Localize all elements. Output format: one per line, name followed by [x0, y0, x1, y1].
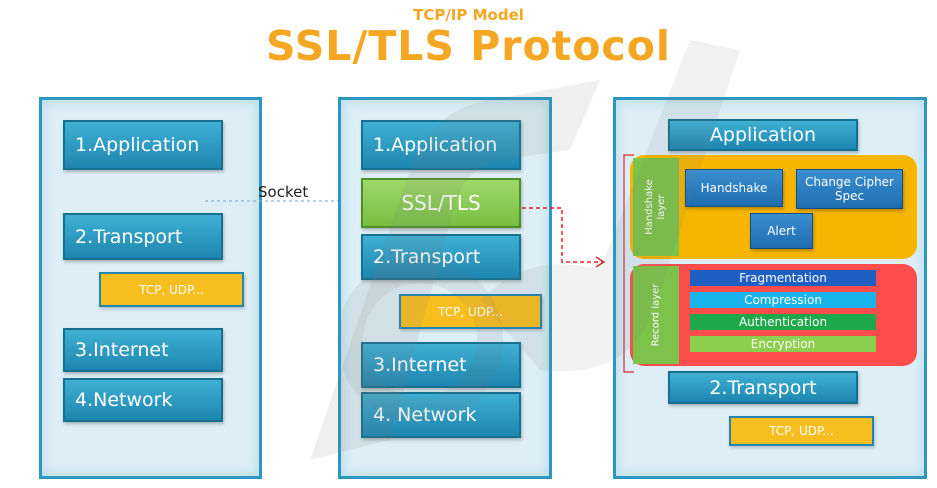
diagram-title: SSL/TLS Protocol	[266, 22, 671, 70]
right-transport-layer: 2.Transport	[668, 371, 858, 404]
socket-label: Socket	[258, 183, 309, 201]
ssl-expansion-arrow	[522, 207, 606, 268]
left-tcp-udp-box: TCP, UDP...	[99, 272, 244, 307]
alert-box: Alert	[750, 213, 813, 249]
middle-internet-layer: 3.Internet	[361, 342, 521, 388]
layers-bracket	[623, 154, 634, 373]
left-transport-layer: 2.Transport	[63, 213, 223, 260]
middle-application-layer: 1.Application	[361, 120, 521, 170]
encryption-bar: Encryption	[690, 336, 876, 352]
compression-bar: Compression	[690, 292, 876, 308]
ssl-tls-layer: SSL/TLS	[361, 178, 521, 228]
right-tcp-udp-box: TCP, UDP...	[729, 416, 874, 446]
authentication-bar: Authentication	[690, 314, 876, 330]
change-cipher-spec-box: Change Cipher Spec	[796, 169, 903, 209]
middle-tcp-udp-box: TCP, UDP...	[399, 294, 542, 329]
handshake-layer-label: Handshake layer	[633, 158, 679, 256]
middle-transport-layer: 2.Transport	[361, 234, 521, 280]
right-application-layer: Application	[668, 119, 858, 151]
handshake-box: Handshake	[685, 169, 783, 207]
left-application-layer: 1.Application	[63, 120, 223, 170]
middle-network-layer: 4. Network	[361, 392, 521, 438]
fragmentation-bar: Fragmentation	[690, 270, 876, 286]
diagram-subtitle: TCP/IP Model	[413, 6, 524, 24]
handshake-layer-label-text: Handshake layer	[644, 179, 668, 235]
record-layer-label-text: Record layer	[650, 283, 662, 347]
left-network-layer: 4.Network	[63, 378, 223, 422]
left-internet-layer: 3.Internet	[63, 328, 223, 372]
record-layer-label: Record layer	[633, 266, 679, 364]
